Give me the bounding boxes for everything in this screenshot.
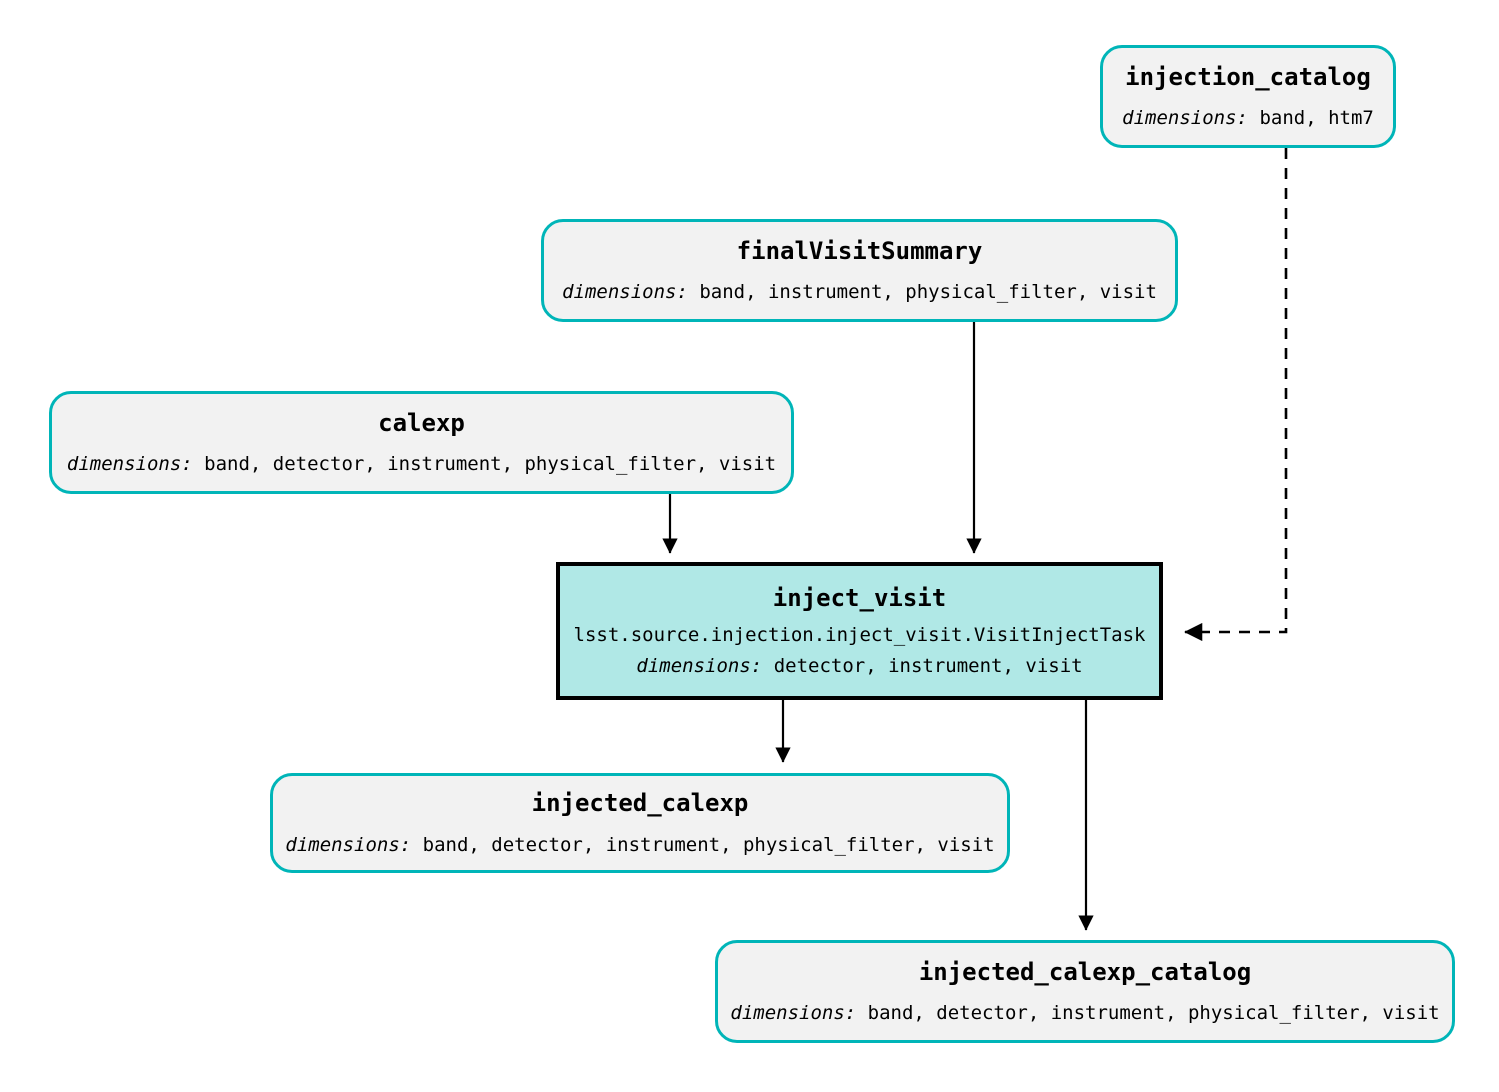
dimensions-label: dimensions: bbox=[285, 833, 412, 856]
edge-injection-catalog-to-inject-visit bbox=[1184, 148, 1288, 642]
node-injection-catalog[interactable]: injection_catalog dimensions: band, htm7 bbox=[1100, 45, 1396, 148]
dimensions-value: band, instrument, physical_filter, visit bbox=[699, 281, 1157, 304]
dimensions-value: band, detector, instrument, physical_fil… bbox=[422, 833, 995, 856]
node-dimensions: dimensions: band, detector, instrument, … bbox=[285, 833, 995, 856]
dimensions-value: detector, instrument, visit bbox=[773, 655, 1083, 678]
node-task-class: lsst.source.injection.inject_visit.Visit… bbox=[573, 624, 1146, 647]
node-dimensions: dimensions: band, detector, instrument, … bbox=[730, 1003, 1439, 1024]
node-title: inject_visit bbox=[772, 583, 947, 612]
dimensions-label: dimensions: bbox=[730, 1002, 857, 1025]
node-inject-visit[interactable]: inject_visit lsst.source.injection.injec… bbox=[556, 562, 1163, 700]
node-injected-calexp[interactable]: injected_calexp dimensions: band, detect… bbox=[270, 773, 1010, 873]
node-dimensions: dimensions: band, htm7 bbox=[1122, 108, 1374, 129]
node-title: injected_calexp bbox=[531, 789, 749, 818]
node-finalvisitsummary[interactable]: finalVisitSummary dimensions: band, inst… bbox=[541, 219, 1178, 322]
node-dimensions: dimensions: detector, instrument, visit bbox=[636, 656, 1082, 677]
dimensions-value: band, htm7 bbox=[1259, 107, 1374, 130]
node-title: injection_catalog bbox=[1125, 62, 1371, 91]
node-dimensions: dimensions: band, instrument, physical_f… bbox=[562, 282, 1157, 303]
node-title: calexp bbox=[378, 408, 465, 437]
dimensions-label: dimensions: bbox=[636, 655, 763, 678]
node-dimensions: dimensions: band, detector, instrument, … bbox=[67, 454, 776, 475]
dimensions-label: dimensions: bbox=[1122, 107, 1248, 130]
node-title: injected_calexp_catalog bbox=[918, 957, 1252, 986]
dimensions-label: dimensions: bbox=[562, 281, 688, 304]
node-injected-calexp-catalog[interactable]: injected_calexp_catalog dimensions: band… bbox=[715, 940, 1455, 1043]
node-title: finalVisitSummary bbox=[736, 236, 983, 265]
dimensions-value: band, detector, instrument, physical_fil… bbox=[867, 1002, 1440, 1025]
dimensions-value: band, detector, instrument, physical_fil… bbox=[204, 453, 777, 476]
dimensions-label: dimensions: bbox=[66, 453, 193, 476]
node-calexp[interactable]: calexp dimensions: band, detector, instr… bbox=[49, 391, 794, 494]
